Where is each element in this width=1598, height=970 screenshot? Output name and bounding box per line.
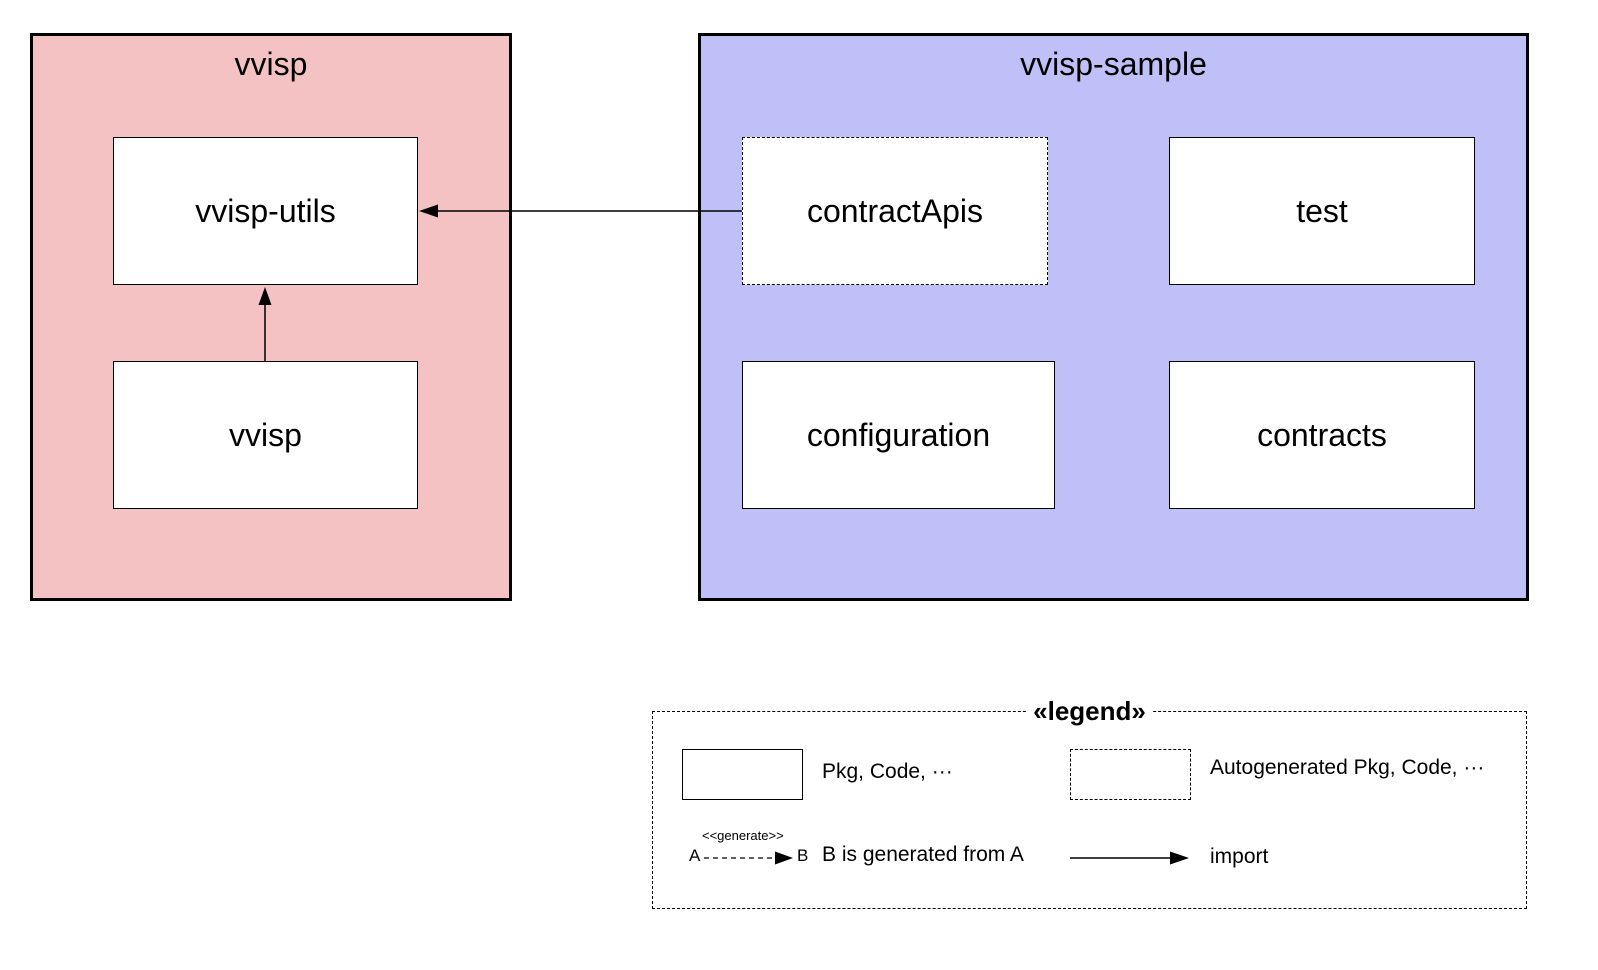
arrowhead-icon bbox=[258, 287, 272, 305]
arrowhead-icon bbox=[775, 851, 793, 865]
node-configuration: configuration bbox=[742, 361, 1055, 509]
package-vvisp-title: vvisp bbox=[234, 46, 308, 82]
legend-solid-box-label: Pkg, Code, ··· bbox=[822, 760, 953, 783]
legend-generate-to: B bbox=[797, 846, 809, 865]
legend-dashed-box bbox=[1070, 749, 1191, 800]
node-contracts-label: contracts bbox=[1257, 416, 1387, 453]
legend: «legend» Pkg, Code, ··· Autogenerated Pk… bbox=[652, 696, 1527, 909]
node-vvisp: vvisp bbox=[113, 361, 418, 509]
arrowhead-icon bbox=[419, 204, 438, 218]
legend-title: «legend» bbox=[1027, 696, 1152, 726]
legend-generate-arrow bbox=[704, 851, 793, 865]
legend-import-label: import bbox=[1210, 845, 1269, 868]
node-test-label: test bbox=[1296, 192, 1348, 229]
node-vvisp-label: vvisp bbox=[229, 416, 302, 453]
node-contract-apis-label: contractApis bbox=[806, 192, 984, 229]
legend-solid-box bbox=[682, 749, 803, 800]
legend-lines bbox=[704, 851, 1189, 865]
node-test: test bbox=[1169, 137, 1475, 285]
package-vvisp-sample-title: vvisp-sample bbox=[1020, 46, 1207, 82]
edge-contractapis-to-vvisp-utils bbox=[419, 204, 742, 218]
legend-generated-label: B is generated from A bbox=[822, 843, 1024, 866]
node-vvisp-utils-label: vvisp-utils bbox=[195, 192, 336, 229]
node-vvisp-utils: vvisp-utils bbox=[113, 137, 418, 285]
legend-generate-from: A bbox=[689, 846, 701, 865]
arrowhead-icon bbox=[1170, 851, 1189, 865]
node-contracts: contracts bbox=[1169, 361, 1475, 509]
edge-vvisp-to-vvisp-utils bbox=[258, 287, 272, 361]
node-configuration-label: configuration bbox=[806, 416, 991, 453]
legend-dashed-box-label: Autogenerated Pkg, Code, ··· bbox=[1210, 756, 1485, 779]
legend-import-arrow bbox=[1070, 851, 1189, 865]
legend-generate-stereotype: <<generate>> bbox=[702, 828, 784, 843]
node-contract-apis: contractApis bbox=[742, 137, 1048, 285]
